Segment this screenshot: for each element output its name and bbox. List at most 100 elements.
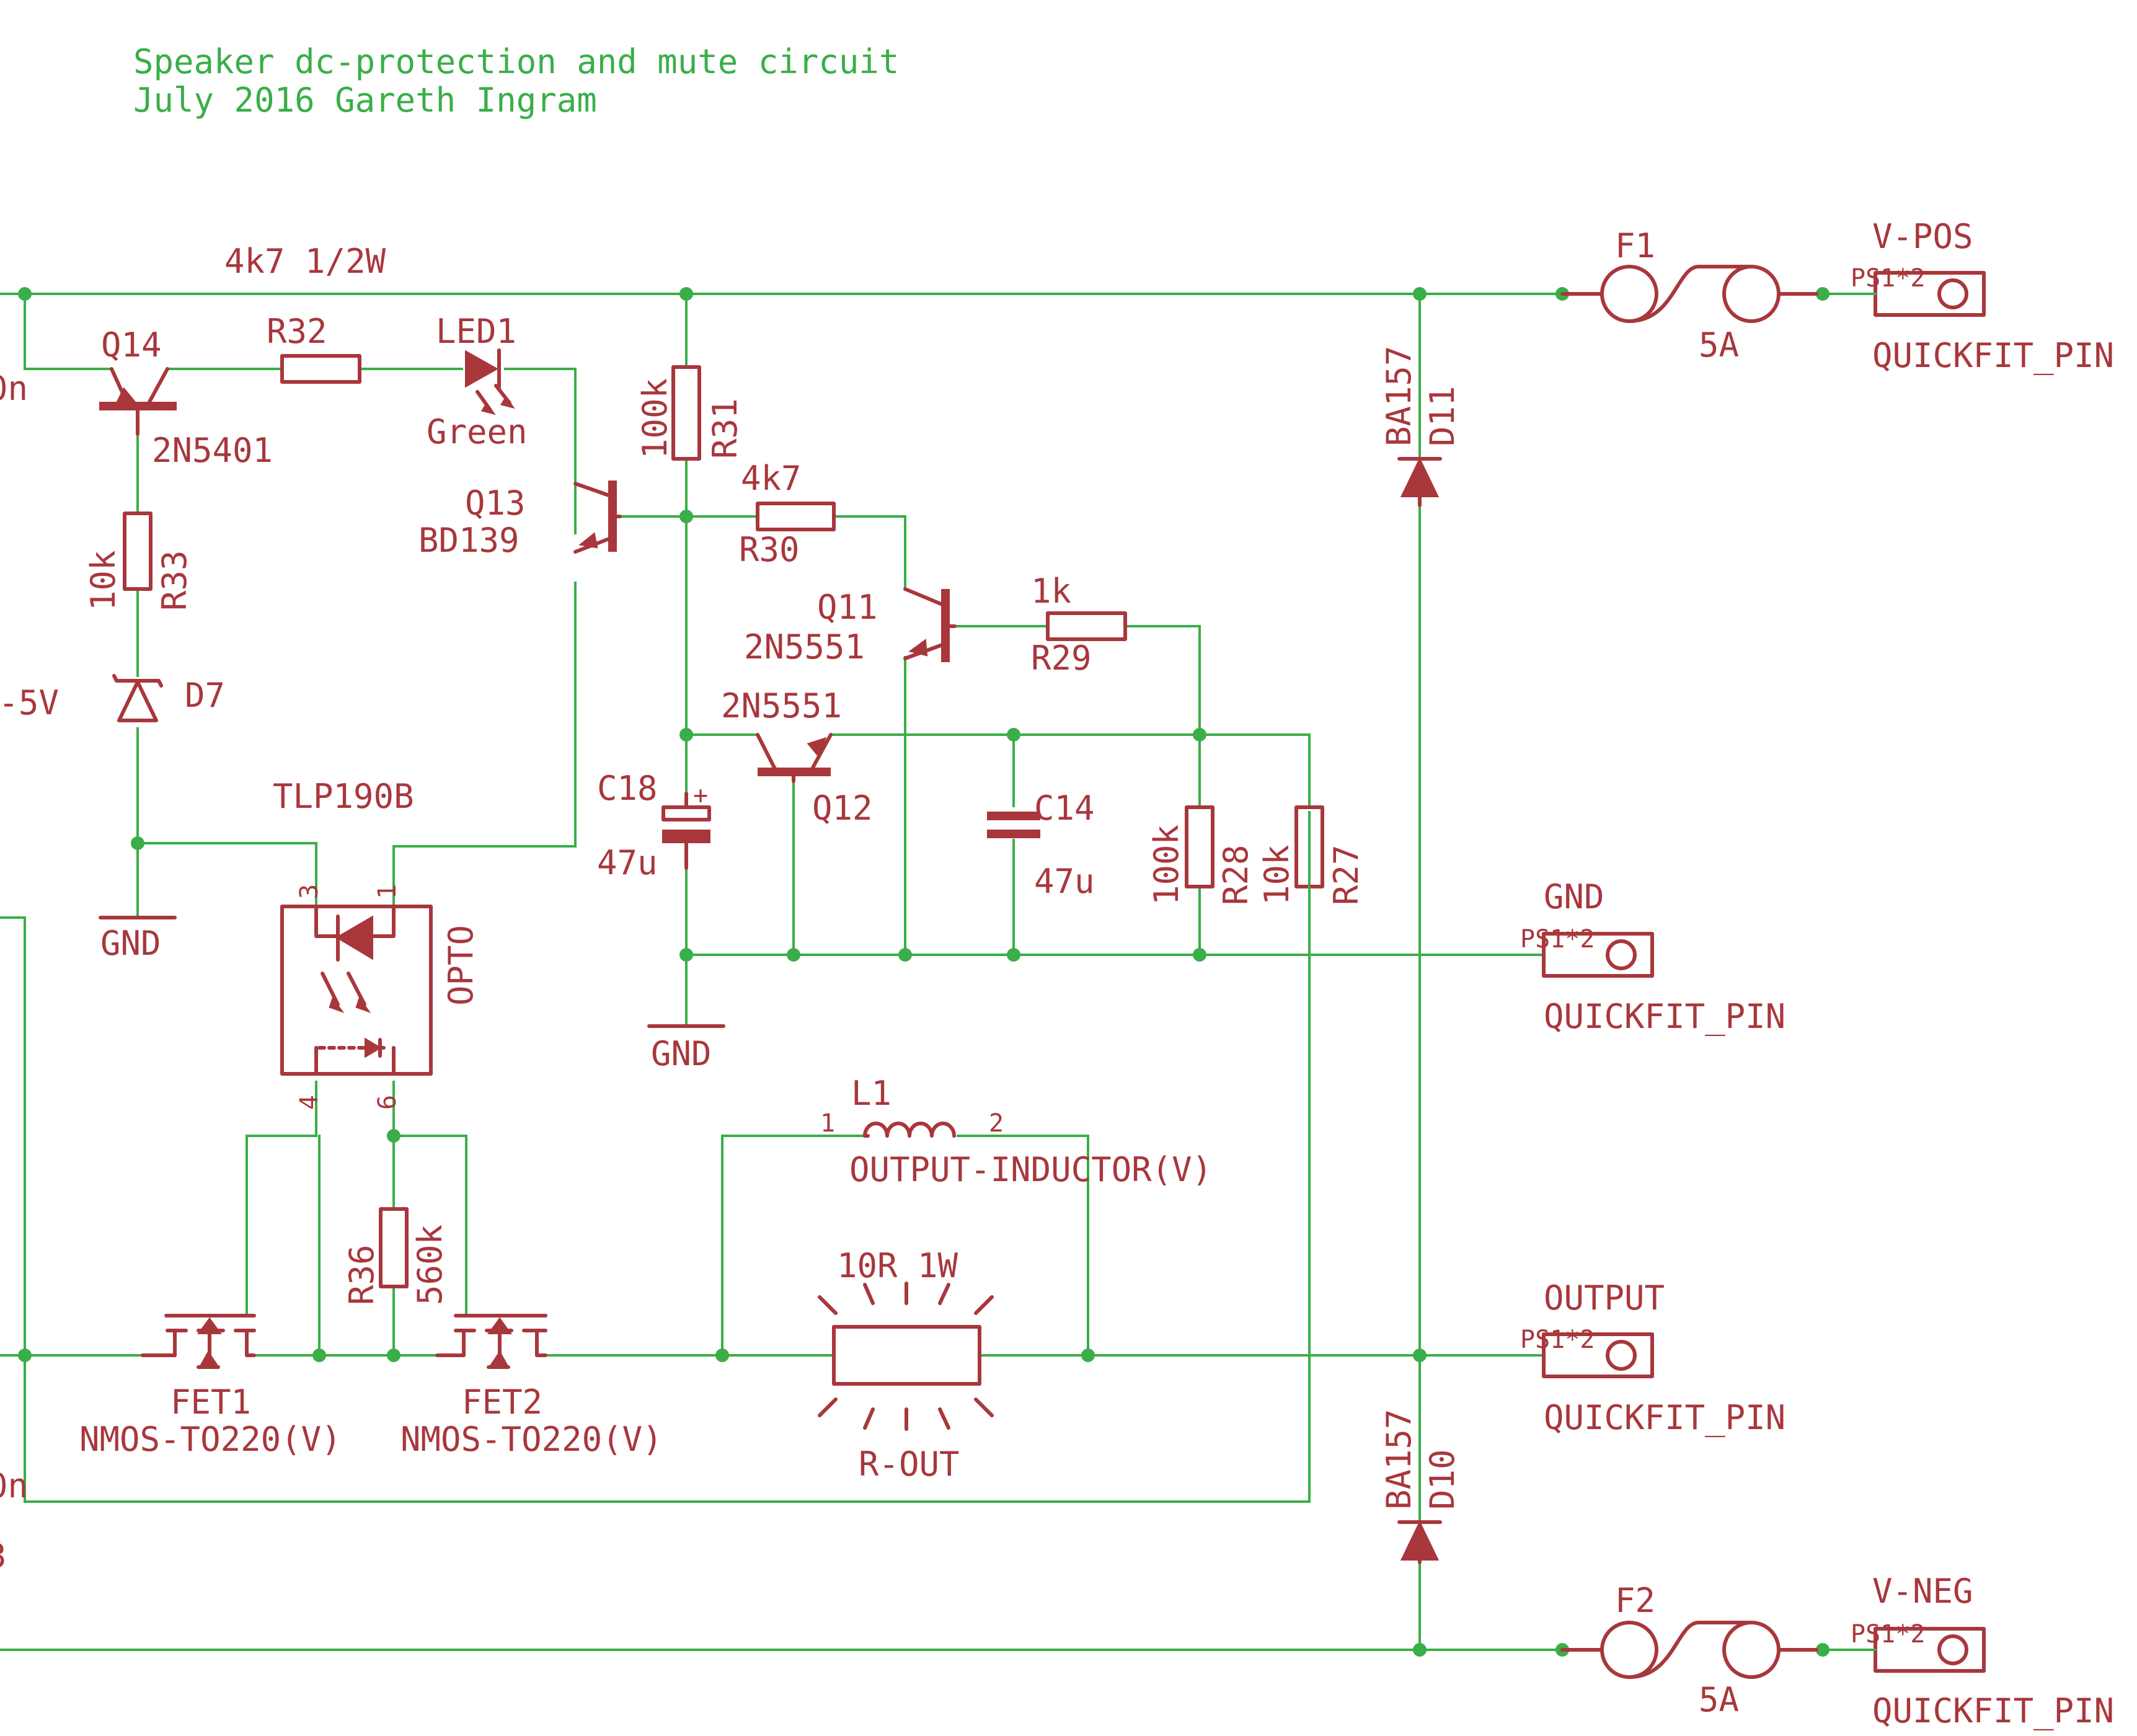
r28-ref: R28 xyxy=(1216,844,1255,905)
gnd-conn-name: GND xyxy=(1544,877,1604,916)
f2-ref: F2 xyxy=(1615,1581,1655,1620)
f1-fuse xyxy=(1560,264,1818,323)
r30-ref: R30 xyxy=(739,530,800,569)
vneg-pad: PS1*2 xyxy=(1851,1620,1925,1649)
opto-pin-4: 4 xyxy=(295,1095,324,1110)
clipped-label-4: 3 xyxy=(0,1536,7,1575)
connector-output xyxy=(1542,1332,1654,1378)
opto-pin-6: 6 xyxy=(373,1095,402,1110)
fet2-ref: FET2 xyxy=(462,1383,542,1422)
r36-resistor xyxy=(379,1207,409,1288)
fet1-value: NMOS-TO220(V) xyxy=(79,1420,342,1459)
d11-diode xyxy=(1397,457,1442,507)
f2-fuse xyxy=(1560,1620,1818,1679)
r29-value: 1k xyxy=(1031,572,1071,611)
clipped-label-2: s-5V xyxy=(0,683,59,722)
r27-value: 10k xyxy=(1257,844,1296,905)
junctions xyxy=(18,287,1830,1657)
vpos-pad: PS1*2 xyxy=(1851,264,1925,293)
gnd-conn-type: QUICKFIT_PIN xyxy=(1544,997,1785,1036)
q12-value: 2N5551 xyxy=(721,686,842,725)
top-rail-note: 4k7 1/2W xyxy=(224,242,386,281)
d10-diode xyxy=(1397,1520,1442,1564)
output-conn-pad: PS1*2 xyxy=(1520,1326,1595,1354)
r31-resistor xyxy=(671,365,701,461)
c14-capacitor xyxy=(987,812,1040,838)
fet1-ref: FET1 xyxy=(170,1383,251,1422)
f1-value: 5A xyxy=(1699,326,1739,365)
r32-ref: R32 xyxy=(267,312,327,351)
c18-value: 47u xyxy=(597,843,658,882)
led1-diode xyxy=(465,348,515,415)
r36-ref: R36 xyxy=(342,1244,381,1305)
vpos-name: V-POS xyxy=(1872,217,1973,256)
l1-pin-2: 2 xyxy=(989,1109,1004,1138)
d10-value: BA157 xyxy=(1379,1409,1418,1510)
connector-vneg xyxy=(1834,1627,1986,1673)
l1-inductor xyxy=(863,1122,956,1138)
opto-coupler xyxy=(280,905,433,1076)
q13-ref: Q13 xyxy=(465,484,526,523)
connector-gnd xyxy=(1542,932,1654,978)
opto-value: TLP190B xyxy=(273,777,414,816)
r33-value: 10k xyxy=(84,550,123,611)
c18-ref: C18 xyxy=(597,769,658,808)
r30-value: 4k7 xyxy=(741,459,802,498)
opto-pin-3: 3 xyxy=(295,884,324,899)
output-conn-type: QUICKFIT_PIN xyxy=(1544,1398,1785,1437)
led1-ref: LED1 xyxy=(436,312,516,351)
fet2-value: NMOS-TO220(V) xyxy=(400,1420,663,1459)
vneg-type: QUICKFIT_PIN xyxy=(1872,1691,2114,1730)
opto-ref: OPTO xyxy=(441,925,480,1006)
q14-ref: Q14 xyxy=(101,326,162,365)
r31-value: 100k xyxy=(635,378,675,459)
r29-resistor xyxy=(1046,611,1127,641)
r29-ref: R29 xyxy=(1031,639,1092,678)
q12-transistor xyxy=(756,733,833,783)
gnd-label-mid: GND xyxy=(651,1034,712,1073)
vpos-type: QUICKFIT_PIN xyxy=(1872,336,2114,375)
q12-ref: Q12 xyxy=(812,789,873,828)
r-out-ref: R-OUT xyxy=(859,1445,960,1484)
q11-value: 2N5551 xyxy=(744,627,865,666)
fet1-mosfet xyxy=(141,1314,256,1369)
r31-ref: R31 xyxy=(706,398,745,459)
l1-value: OUTPUT-INDUCTOR(V) xyxy=(849,1150,1212,1189)
r-out-value: 10R 1W xyxy=(837,1246,958,1285)
clipped-label-3: 0n xyxy=(0,1466,28,1505)
r36-value: 560k xyxy=(410,1224,449,1305)
d10-ref: D10 xyxy=(1423,1449,1462,1510)
title-line-2: July 2016 Gareth Ingram xyxy=(133,81,597,120)
d7-ref: D7 xyxy=(185,676,225,715)
q13-transistor xyxy=(573,480,622,554)
fet2-mosfet xyxy=(435,1314,547,1369)
f1-ref: F1 xyxy=(1615,226,1655,265)
q14-transistor xyxy=(99,367,177,436)
r32-resistor xyxy=(280,354,361,384)
vneg-name: V-NEG xyxy=(1872,1572,1973,1611)
gnd-label-left: GND xyxy=(100,924,161,963)
r30-resistor xyxy=(756,502,836,531)
r-out-resistor xyxy=(818,1282,994,1431)
f2-value: 5A xyxy=(1699,1680,1739,1719)
r28-resistor xyxy=(1185,805,1215,888)
opto-pin-1: 1 xyxy=(373,884,402,899)
title-line-1: Speaker dc-protection and mute circuit xyxy=(133,42,899,81)
connector-vpos xyxy=(1834,271,1986,317)
r28-value: 100k xyxy=(1147,825,1186,905)
q11-ref: Q11 xyxy=(817,588,878,627)
c14-value: 47u xyxy=(1034,862,1095,901)
r27-ref: R27 xyxy=(1327,844,1366,905)
q14-value: 2N5401 xyxy=(152,431,273,470)
q13-value: BD139 xyxy=(418,521,520,560)
l1-pin-1: 1 xyxy=(820,1109,835,1138)
r33-ref: R33 xyxy=(155,550,194,611)
wires xyxy=(0,293,1836,1651)
clipped-label-1: 0n xyxy=(0,369,28,408)
r33-resistor xyxy=(123,512,153,591)
c14-ref: C14 xyxy=(1034,789,1095,828)
d7-zener-diode xyxy=(112,674,163,722)
led1-value: Green xyxy=(427,412,528,451)
q11-transistor xyxy=(903,587,957,662)
